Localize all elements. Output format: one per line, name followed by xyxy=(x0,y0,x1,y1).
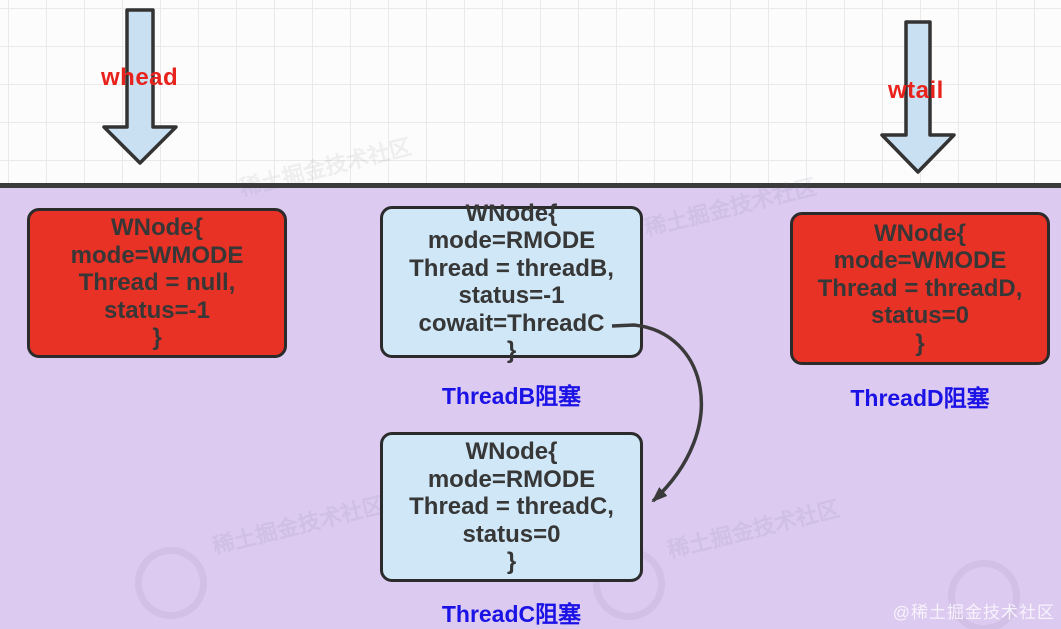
node-line: WNode{ xyxy=(874,219,966,247)
watermark-logo-icon xyxy=(127,539,215,627)
node-line: mode=WMODE xyxy=(70,241,244,269)
node-line: Thread = threadB, xyxy=(409,254,614,282)
wnode-threadD-box: WNode{ mode=WMODE Thread = threadD, stat… xyxy=(790,212,1050,365)
node-line: status=-1 xyxy=(458,282,565,309)
node-line: mode=RMODE xyxy=(427,227,596,254)
node-line: } xyxy=(152,324,162,352)
node-line: Thread = threadD, xyxy=(817,274,1023,302)
node-line: status=0 xyxy=(870,302,970,330)
wtail-label: wtail xyxy=(888,77,944,104)
wnode-head-box: WNode{ mode=WMODE Thread = null, status=… xyxy=(27,208,287,358)
node-line: WNode{ xyxy=(111,214,203,242)
wnode-threadC-box: WNode{ mode=RMODE Thread = threadC, stat… xyxy=(380,432,643,582)
node-line: status=-1 xyxy=(103,296,211,324)
node-line: mode=WMODE xyxy=(833,247,1007,275)
node-line: } xyxy=(915,329,925,357)
node-line: Thread = null, xyxy=(78,269,236,297)
site-watermark: @稀土掘金技术社区 xyxy=(892,603,1055,622)
node-line: Thread = threadC, xyxy=(409,493,614,521)
threadD-state-label: ThreadD阻塞 xyxy=(850,385,990,411)
node-line: WNode{ xyxy=(465,438,558,466)
watermark-tile: 稀土掘金技术社区 xyxy=(664,496,842,563)
threadC-state-label: ThreadC阻塞 xyxy=(441,601,582,627)
node-line: } xyxy=(506,548,517,576)
whead-label: whead xyxy=(101,64,179,91)
node-line: WNode{ xyxy=(465,199,558,227)
node-line: cowait=ThreadC xyxy=(418,309,605,337)
threadB-state-label: ThreadB阻塞 xyxy=(441,383,582,409)
node-line: } xyxy=(506,337,517,364)
node-line: mode=RMODE xyxy=(427,465,596,493)
queue-divider-line xyxy=(0,183,1061,188)
wnode-threadB-box: WNode{ mode=RMODE Thread = threadB, stat… xyxy=(380,200,643,364)
node-line: status=0 xyxy=(462,520,561,548)
watermark-tile: 稀土掘金技术社区 xyxy=(209,492,387,559)
